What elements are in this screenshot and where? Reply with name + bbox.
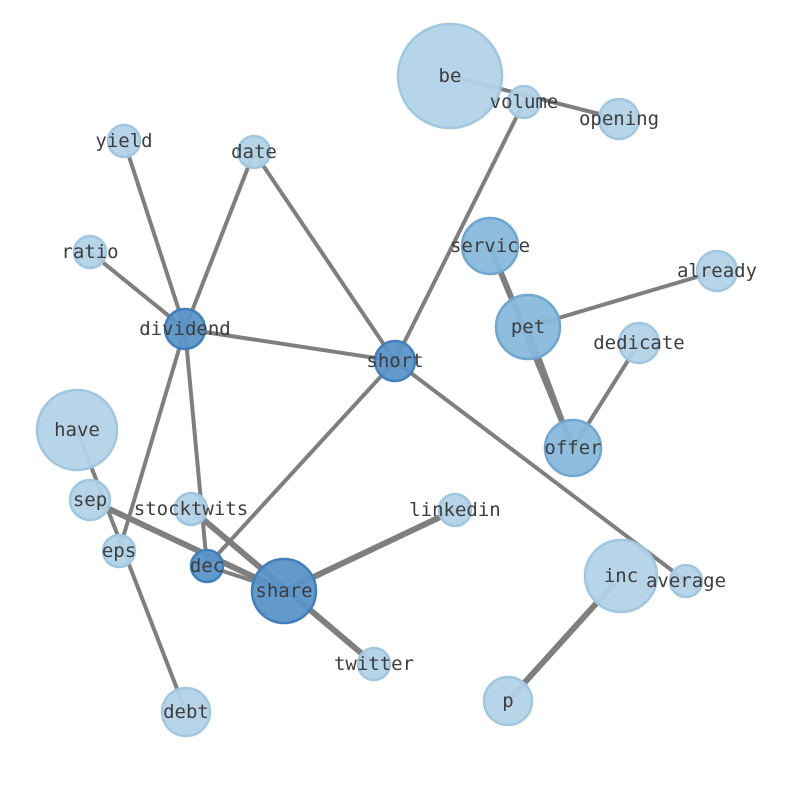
node-label-eps: eps: [102, 540, 136, 562]
node-ratio: [72, 234, 108, 270]
node-label-pet: pet: [511, 316, 545, 338]
edge-dividend-eps: [117, 327, 187, 553]
node-eps: [101, 533, 137, 569]
node-label-dividend: dividend: [139, 318, 231, 340]
node-label-average: average: [646, 570, 726, 592]
node-opening: [597, 97, 641, 141]
node-dividend: [163, 307, 207, 351]
node-twitter: [356, 646, 392, 682]
edges-layer: [75, 74, 719, 714]
node-label-stocktwits: stocktwits: [134, 498, 248, 520]
node-short: [373, 339, 417, 383]
node-label-sep: sep: [73, 489, 107, 511]
node-yield: [106, 123, 142, 159]
node-label-volume: volume: [490, 91, 559, 113]
node-average: [668, 563, 704, 599]
node-already: [695, 249, 739, 293]
nodes-layer: [35, 22, 739, 738]
edge-yield-dividend: [122, 139, 187, 331]
node-sep: [68, 478, 112, 522]
edge-dividend-short: [183, 327, 397, 363]
labels-layer: be volume opening yield date ratio service alre…: [54, 65, 757, 723]
node-date: [236, 134, 272, 170]
node-label-p: p: [502, 690, 513, 712]
node-have: [35, 388, 119, 472]
node-label-share: share: [255, 580, 312, 602]
edge-have-debt: [75, 428, 188, 714]
node-label-short: short: [366, 350, 423, 372]
node-p: [482, 675, 534, 727]
edge-volume-short: [393, 100, 526, 363]
node-label-ratio: ratio: [61, 241, 118, 263]
node-pet: [494, 293, 562, 361]
node-label-opening: opening: [579, 108, 659, 130]
node-label-inc: inc: [604, 565, 638, 587]
node-label-have: have: [54, 419, 100, 441]
node-inc: [583, 538, 659, 614]
node-be: [396, 22, 504, 130]
node-share: [250, 557, 318, 625]
node-label-dec: dec: [190, 555, 224, 577]
node-stocktwits: [173, 491, 209, 527]
edge-dividend-dec: [183, 327, 209, 568]
node-service: [460, 216, 520, 276]
node-label-service: service: [450, 235, 530, 257]
node-volume: [506, 84, 542, 120]
node-dec: [189, 548, 225, 584]
node-offer: [543, 418, 603, 478]
node-label-debt: debt: [163, 701, 209, 723]
edge-date-short: [252, 150, 397, 363]
node-label-be: be: [439, 65, 462, 87]
edge-short-dec: [205, 359, 397, 568]
node-label-linkedin: linkedin: [409, 499, 501, 521]
edge-date-dividend: [183, 150, 256, 331]
node-label-date: date: [231, 141, 277, 163]
node-linkedin: [437, 492, 473, 528]
edge-sep-share: [87, 497, 287, 594]
node-label-dedicate: dedicate: [593, 332, 685, 354]
node-label-offer: offer: [544, 437, 601, 459]
node-debt: [160, 686, 212, 738]
node-label-already: already: [677, 260, 757, 282]
node-label-twitter: twitter: [334, 653, 414, 675]
node-dedicate: [617, 321, 661, 365]
node-label-yield: yield: [95, 130, 152, 152]
